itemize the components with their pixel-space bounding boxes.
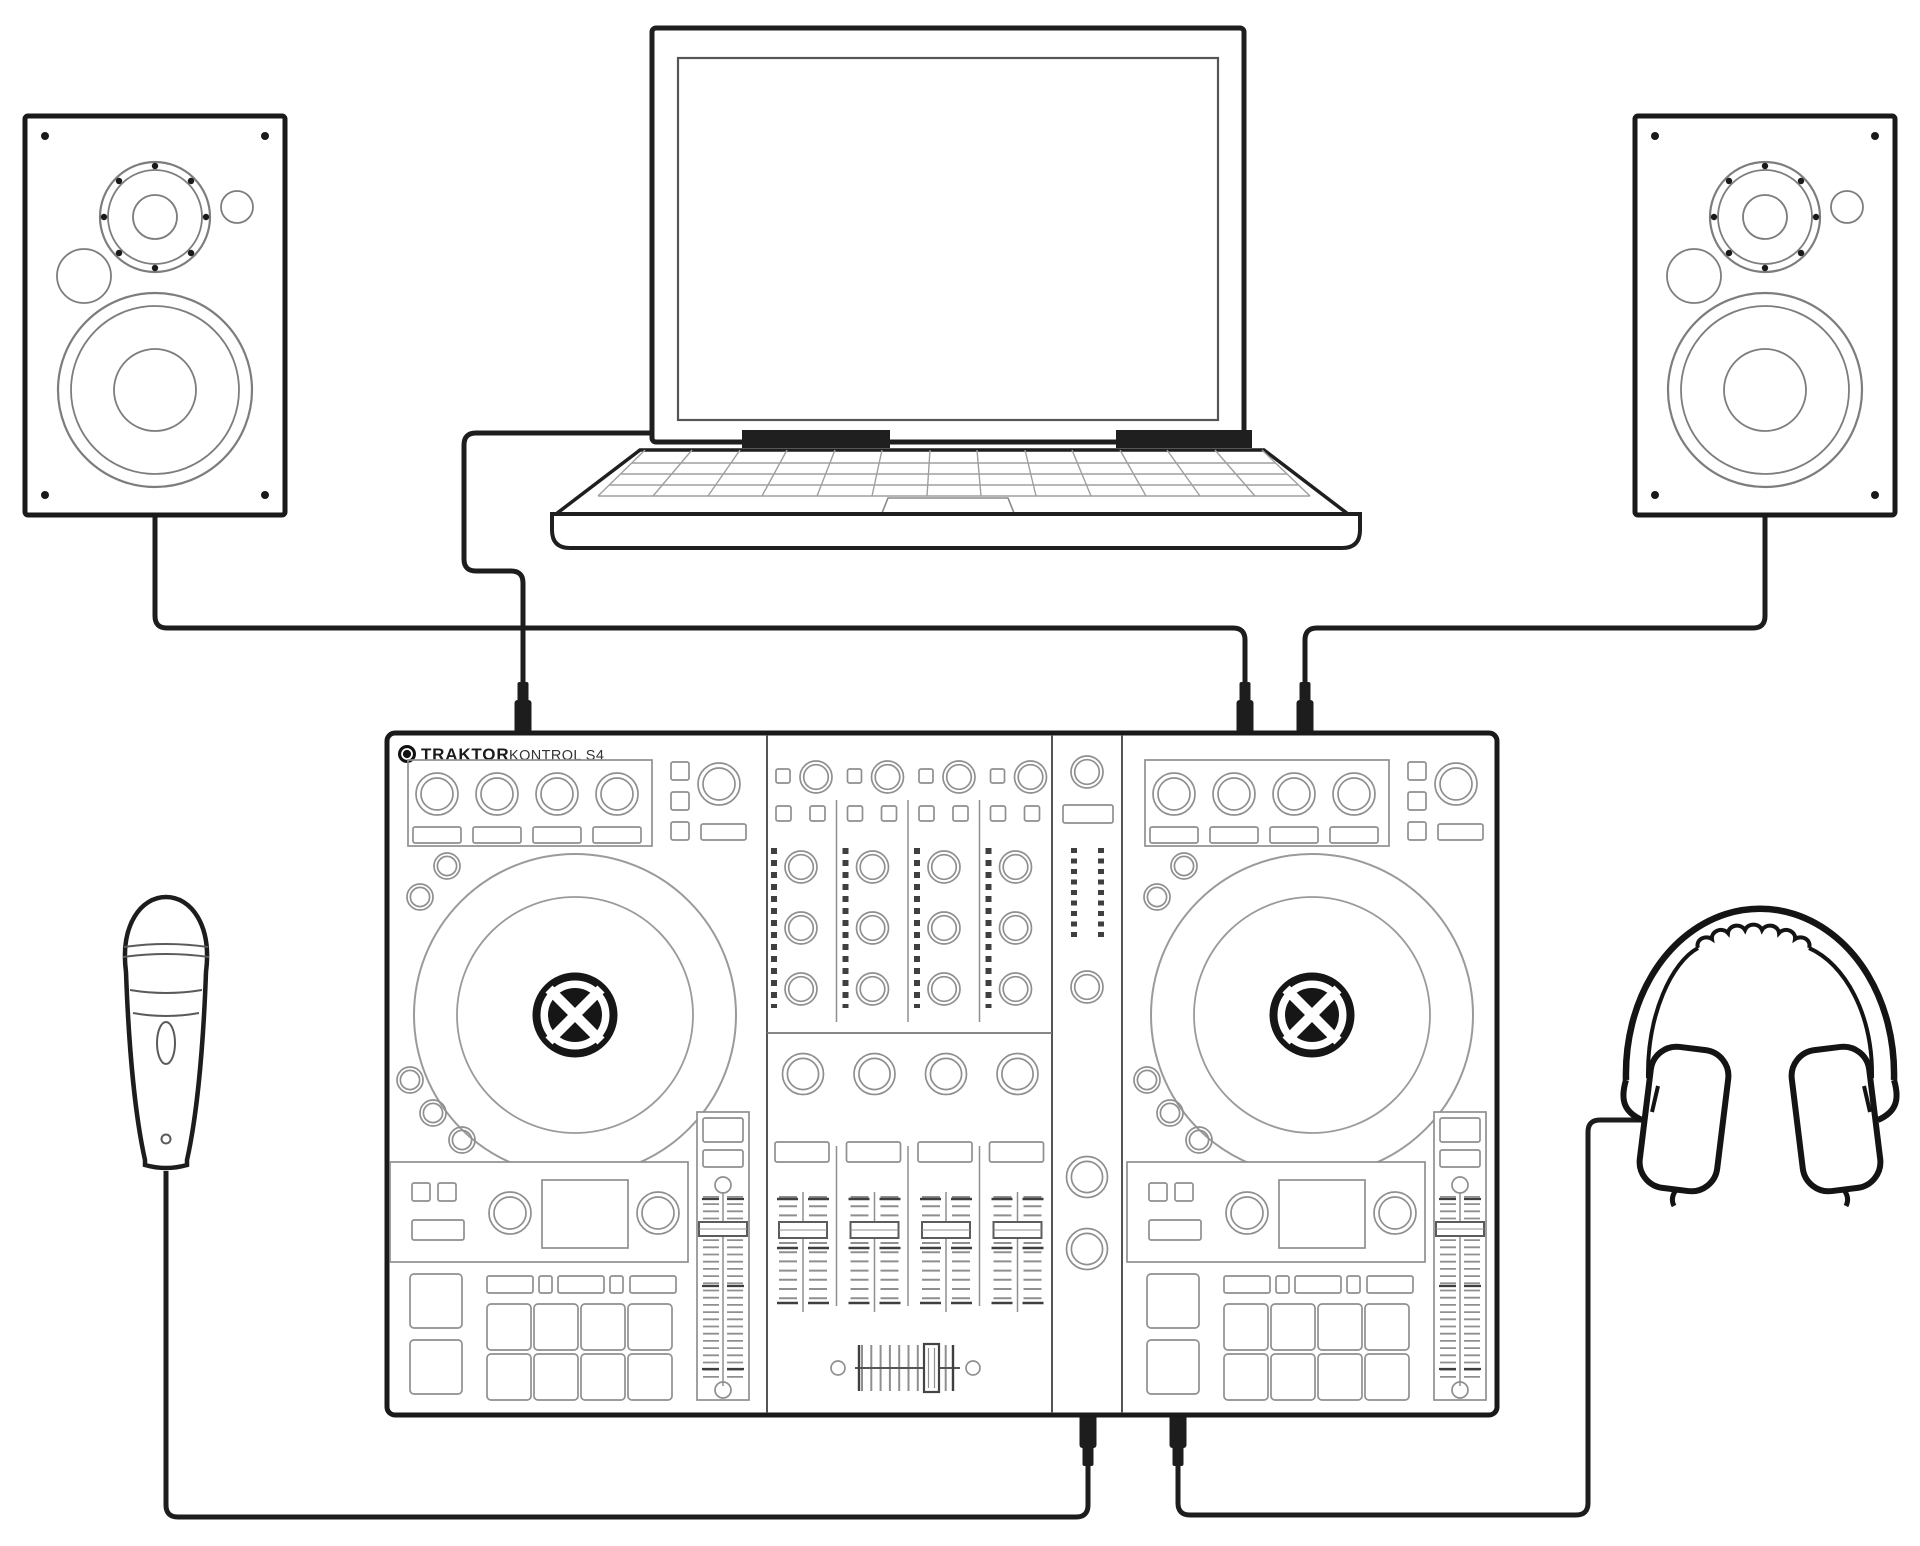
top-right-plug-1 (1236, 682, 1254, 735)
crossfader (830, 1342, 981, 1394)
crossfader-cap (922, 1342, 941, 1394)
headband (1622, 905, 1898, 1081)
top-left-plug (514, 682, 532, 735)
controller-label: TRAKTOR KONTROL S4 (398, 745, 604, 764)
laptop-base (550, 512, 1362, 550)
dj-controller-icon: TRAKTOR KONTROL S4 (387, 730, 1500, 1418)
laptop-keyboard-deck (550, 448, 1354, 516)
cables (152, 430, 1768, 1520)
laptop-hinge-left (742, 430, 890, 448)
headphones-cable (1175, 1117, 1652, 1518)
bottom-plug-2 (1169, 1413, 1187, 1466)
monitor-speaker-right (1635, 116, 1895, 515)
microphone-icon (122, 894, 210, 1171)
mixer-frame (766, 735, 1123, 1413)
usb-cable-laptop (461, 430, 712, 686)
master-strip (1062, 755, 1114, 1271)
microphone-cable (163, 1171, 1091, 1520)
headphones-icon (1620, 905, 1900, 1208)
laptop-icon (550, 25, 1362, 550)
model-text: KONTROL S4 (509, 748, 604, 764)
earcup-right (1788, 1043, 1884, 1195)
bottom-plug-1 (1079, 1413, 1097, 1466)
monitor-speaker-left (25, 116, 285, 515)
speaker-cable-left (152, 517, 1248, 686)
earcup-left (1636, 1043, 1732, 1195)
top-right-plug-2 (1296, 682, 1314, 735)
laptop-keyboard (597, 449, 1311, 497)
ni-logo-icon (398, 745, 416, 763)
brand-text: TRAKTOR (421, 745, 509, 764)
laptop-hinge-right (1116, 430, 1252, 448)
mic-switch (156, 1021, 176, 1065)
headband-padding (1695, 922, 1812, 949)
speaker-cable-right (1302, 517, 1768, 686)
channel-dividers (835, 800, 981, 1306)
